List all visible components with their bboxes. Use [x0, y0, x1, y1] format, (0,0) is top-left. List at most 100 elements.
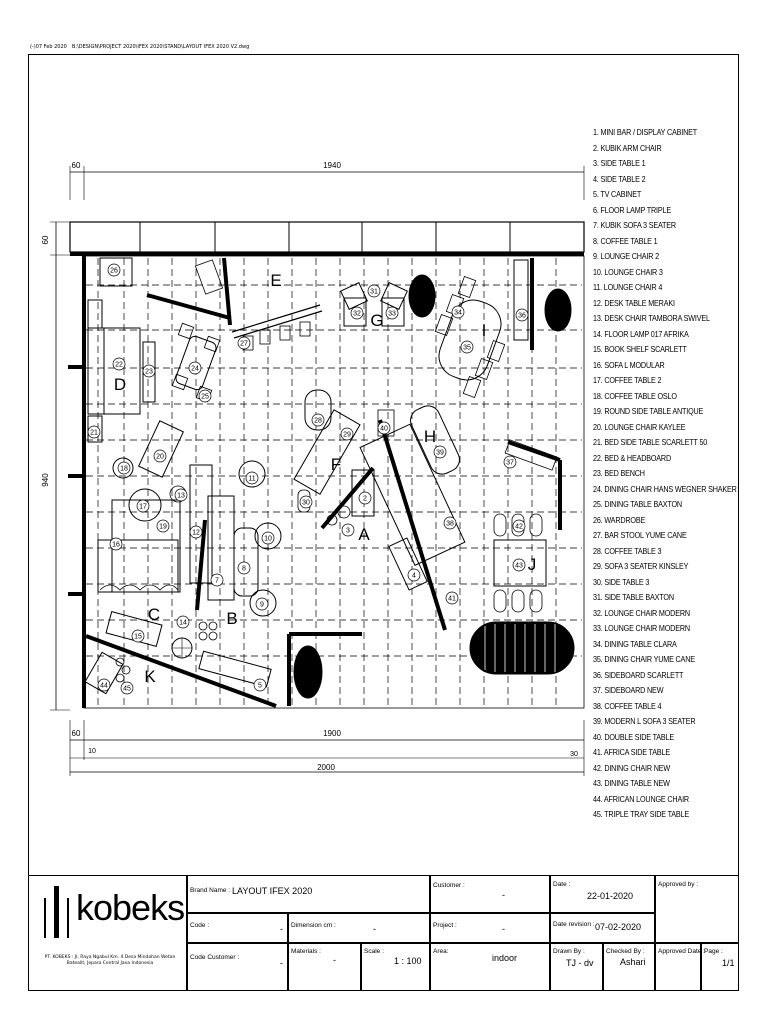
item-marker [176, 615, 190, 629]
materials-label: Materials : [291, 948, 321, 955]
item-marker [237, 561, 251, 575]
zone-label-i: I [482, 321, 487, 340]
legend-item: 26. WARDROBE [593, 514, 646, 525]
legend-item: 31. SIDE TABLE BAXTON [593, 592, 674, 602]
code-customer-cell [187, 943, 288, 991]
legend-item: 34. DINING TABLE CLARA [593, 638, 677, 649]
item-marker [503, 455, 517, 469]
legend-item: 15. BOOK SHELF SCARLETT [593, 344, 687, 354]
item-number: 22 [115, 362, 123, 369]
scale-value: 1 : 100 [394, 956, 422, 966]
item-marker [131, 629, 145, 643]
project-value: - [502, 924, 505, 934]
date-revision-label: Date revision : [553, 921, 595, 928]
legend-item: 5. TV CABINET [593, 189, 642, 199]
item-number: 8 [242, 566, 246, 573]
legend-item: 41. AFRICA SIDE TABLE [593, 747, 670, 757]
drawn-by-label: Drawn By : [553, 948, 585, 955]
dimension-label: Dimension cm : [291, 922, 336, 929]
item-number: 42 [515, 524, 523, 531]
item-marker [237, 336, 251, 350]
legend-item: 43. DINING TABLE NEW [593, 778, 670, 788]
item-marker [340, 427, 354, 441]
kobeks-logo-icon [44, 886, 69, 938]
item-marker [255, 597, 269, 611]
legend-item: 6. FLOOR LAMP TRIPLE [593, 204, 671, 215]
legend-item: 32. LOUNGE CHAIR MODERN [593, 607, 690, 618]
area-value: indoor [492, 953, 518, 963]
item-marker [142, 364, 156, 378]
area-label: Area: [433, 948, 449, 955]
legend-item: 36. SIDEBOARD SCARLETT [593, 669, 684, 680]
item-number: 18 [120, 466, 128, 473]
item-number: 41 [448, 596, 456, 603]
legend-item: 2. KUBIK ARM CHAIR [593, 142, 662, 153]
project-label: Project : [433, 922, 457, 929]
legend-item: 30. SIDE TABLE 3 [593, 576, 650, 587]
item-number: 30 [302, 500, 310, 507]
item-marker [385, 306, 399, 320]
logo-cell [28, 875, 187, 991]
legend-item: 22. BED & HEADBOARD [593, 452, 671, 463]
legend-item: 29. SOFA 3 SEATER KINSLEY [593, 561, 689, 571]
item-marker [198, 389, 212, 403]
item-number: 7 [215, 578, 219, 585]
legend-item: 33. LOUNGE CHAIR MODERN [593, 623, 690, 633]
item-marker [443, 516, 457, 530]
item-marker [210, 573, 224, 587]
item-number: 21 [90, 430, 98, 437]
legend-item: 18. COFFEE TABLE OSLO [593, 390, 677, 401]
item-marker [117, 461, 131, 475]
dimension-value: - [373, 924, 376, 934]
legend-item: 4. SIDE TABLE 2 [593, 173, 646, 184]
item-number: 12 [192, 530, 200, 537]
item-marker [515, 308, 529, 322]
legend-item: 19. ROUND SIDE TABLE ANTIQUE [593, 406, 704, 416]
dimension-label: 1940 [323, 161, 341, 170]
date-revision-value: 07-02-2020 [595, 922, 642, 932]
item-number: 27 [240, 341, 248, 348]
item-number: 16 [112, 542, 120, 549]
legend-item: 10. LOUNGE CHAIR 3 [593, 266, 663, 277]
item-marker [245, 471, 259, 485]
item-marker [112, 357, 126, 371]
item-number: 35 [463, 345, 471, 352]
zone-label-c: C [148, 605, 160, 624]
legend-item: 39. MODERN L SOFA 3 SEATER [593, 716, 696, 726]
item-marker [120, 681, 134, 695]
date-value: 22-01-2020 [587, 891, 634, 901]
zone-label-d: D [114, 375, 126, 394]
legend-item: 8. COFFEE TABLE 1 [593, 235, 658, 246]
code-label: Code : [190, 922, 210, 929]
zone-label-f: F [331, 455, 341, 474]
item-marker [87, 425, 101, 439]
item-marker [156, 519, 170, 533]
checked-by-cell [603, 943, 655, 991]
item-marker [107, 263, 121, 277]
company-address: PT. KOBEKS : Jl. Raya Ngabul Km. 4 Desa … [44, 955, 176, 966]
area-cell [430, 943, 550, 991]
dimension-label: 60 [72, 729, 81, 738]
materials-value: - [333, 955, 336, 965]
item-number: 26 [110, 268, 118, 275]
code-value: - [280, 924, 283, 934]
company-name: kobeks [76, 887, 185, 928]
legend-item: 16. SOFA L MODULAR [593, 359, 665, 370]
item-marker [341, 523, 355, 537]
item-number: 4 [412, 573, 416, 580]
legend-item: 45. TRIPLE TRAY SIDE TABLE [593, 809, 690, 819]
code-customer-label: Code Customer : [190, 954, 240, 961]
drawn-by-value: TJ - dv [566, 958, 594, 968]
item-number: 11 [248, 476, 255, 483]
item-number: 25 [201, 394, 209, 401]
zone-label-b: B [226, 609, 237, 628]
approved-by-cell [655, 875, 739, 943]
legend-item: 27. BAR STOOL YUME CANE [593, 530, 687, 540]
item-marker [350, 306, 364, 320]
project-cell [430, 913, 550, 943]
item-number: 44 [100, 683, 108, 690]
legend-item: 14. FLOOR LAMP 017 AFRIKA [593, 328, 689, 339]
item-number: 24 [191, 366, 199, 373]
zone-label-k: K [144, 667, 156, 686]
